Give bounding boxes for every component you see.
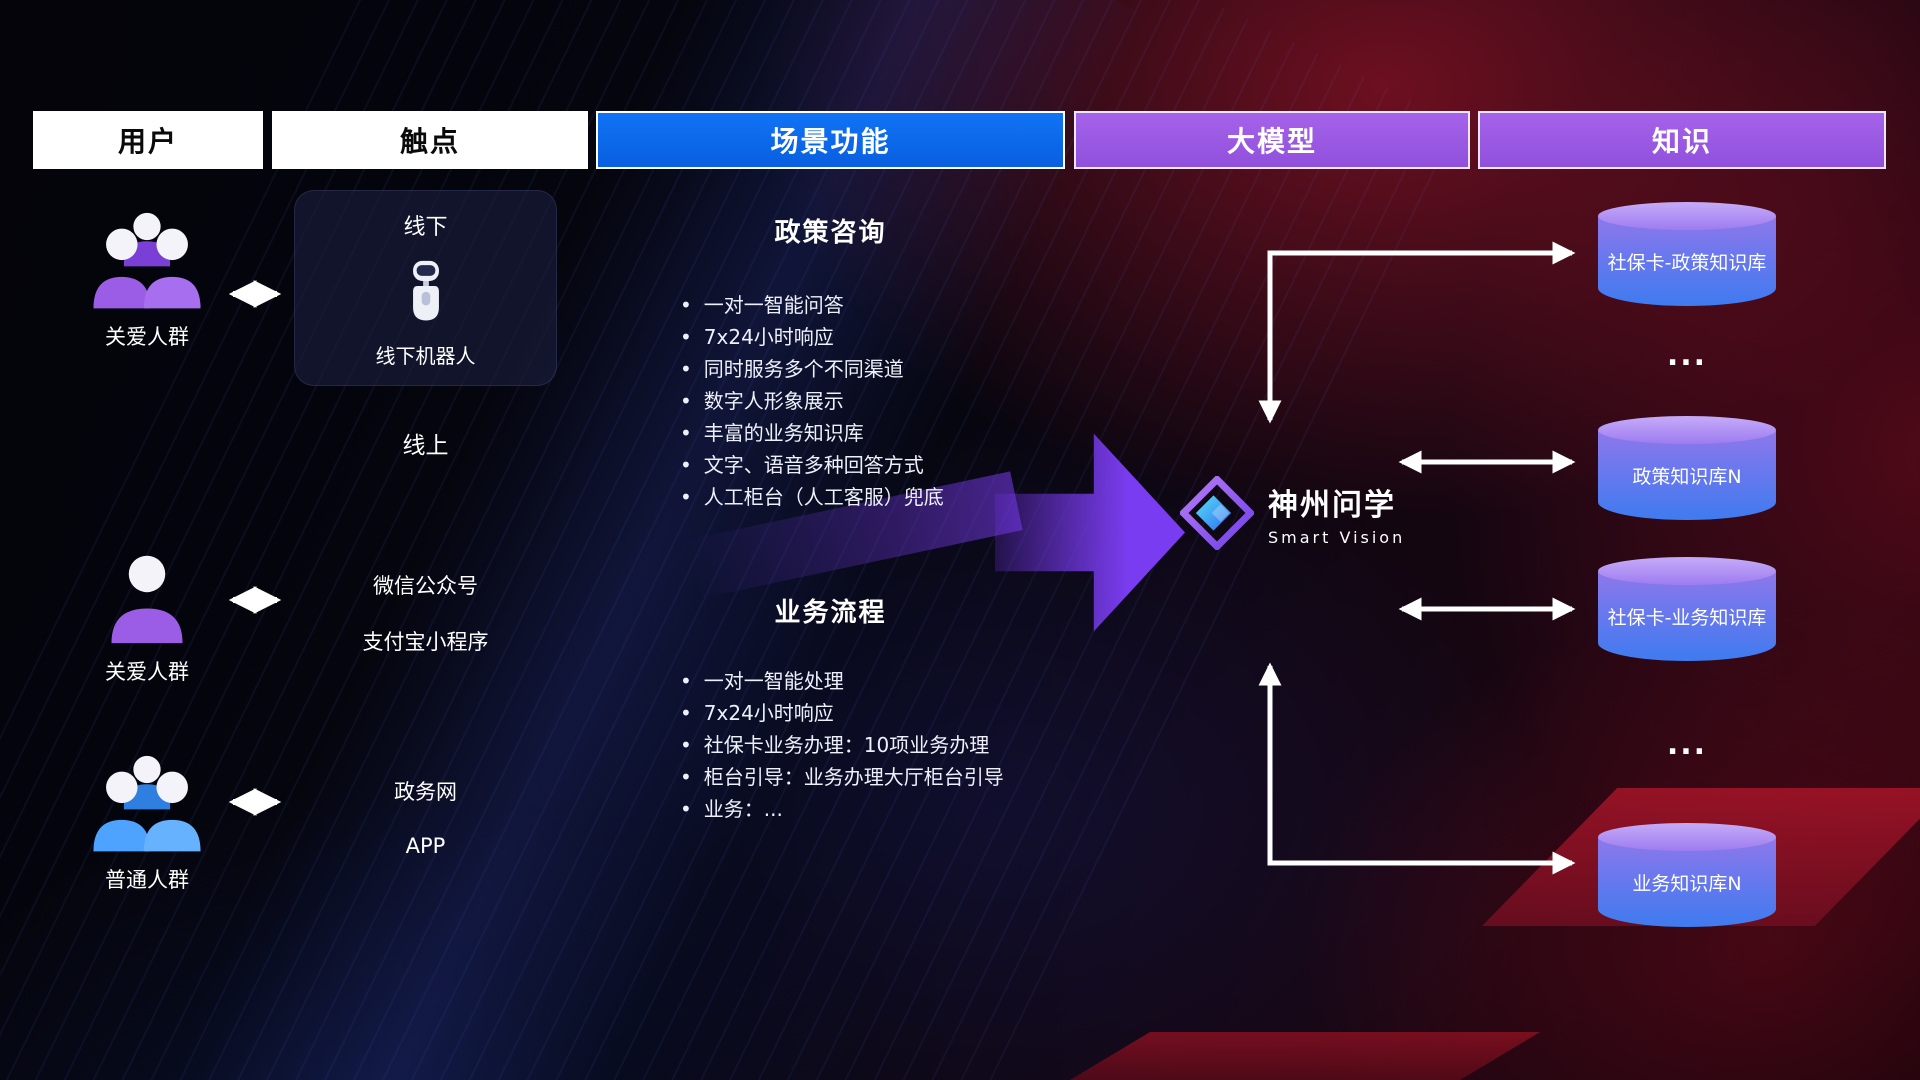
knowledge-db-policy-shebao: 社保卡-政策知识库 — [1598, 202, 1776, 306]
model-subtitle: Smart Vision — [1268, 527, 1406, 547]
knowledge-db-policy-n: 政策知识库N — [1598, 416, 1776, 520]
user-block-care-group: 关爱人群 — [57, 205, 237, 351]
feature-item: 7x24小时响应 — [680, 697, 1004, 729]
person-icon — [111, 555, 183, 644]
model-name: 神州问学 — [1268, 487, 1396, 523]
feature-item: 人工柜台（人工客服）兜底 — [680, 481, 944, 513]
business-feature-list: 一对一智能处理 7x24小时响应 社保卡业务办理：10项业务办理 柜台引导：业务… — [680, 665, 1004, 825]
header-model: 大模型 — [1074, 111, 1470, 169]
user-block-general: 普通人群 — [57, 748, 237, 894]
knowledge-ellipsis: ... — [1666, 727, 1708, 762]
background-red-ribbon-small — [1070, 1032, 1540, 1080]
robot-icon — [412, 260, 439, 320]
feature-item: 一对一智能处理 — [680, 665, 1004, 697]
knowledge-db-business-shebao: 社保卡-业务知识库 — [1598, 557, 1776, 661]
channel-wechat: 微信公众号 — [373, 574, 478, 598]
knowledge-db-business-n: 业务知识库N — [1598, 823, 1776, 927]
model-logo-block: 神州问学 Smart Vision — [1180, 476, 1405, 550]
header-users: 用户 — [33, 111, 263, 169]
offline-touchpoint-card: 线下 线下机器人 — [294, 190, 557, 386]
channel-app: APP — [405, 834, 446, 858]
scenario-title-business: 业务流程 — [774, 598, 887, 628]
header-knowledge: 知识 — [1478, 111, 1886, 169]
scenario-title-policy: 政策咨询 — [774, 218, 887, 248]
db-cylinder-body — [1598, 430, 1776, 520]
group-icon — [93, 755, 201, 852]
user-block-care-person: 关爱人群 — [57, 548, 237, 686]
db-cylinder-top — [1598, 823, 1776, 851]
user-label: 关爱人群 — [105, 660, 189, 684]
channel-alipay: 支付宝小程序 — [362, 630, 489, 654]
db-cylinder-top — [1598, 416, 1776, 444]
header-scenarios: 场景功能 — [596, 111, 1065, 169]
feature-item: 社保卡业务办理：10项业务办理 — [680, 729, 1004, 761]
feature-item: 文字、语音多种回答方式 — [680, 449, 944, 481]
smart-vision-logo-icon — [1180, 476, 1254, 550]
feature-item: 丰富的业务知识库 — [680, 417, 944, 449]
feature-item: 同时服务多个不同渠道 — [680, 353, 944, 385]
feature-item: 柜台引导：业务办理大厅柜台引导 — [680, 761, 1004, 793]
feature-item: 数字人形象展示 — [680, 385, 944, 417]
group-icon — [93, 212, 201, 309]
header-touchpoints: 触点 — [272, 111, 588, 169]
user-label: 普通人群 — [105, 868, 189, 892]
channel-gov-web: 政务网 — [394, 780, 457, 804]
db-cylinder-body — [1598, 571, 1776, 661]
db-cylinder-top — [1598, 557, 1776, 585]
db-label: 社保卡-政策知识库 — [1607, 251, 1767, 274]
knowledge-ellipsis: ... — [1666, 338, 1708, 373]
feature-item: 业务：... — [680, 793, 1004, 825]
policy-feature-list: 一对一智能问答 7x24小时响应 同时服务多个不同渠道 数字人形象展示 丰富的业… — [680, 289, 944, 513]
feature-item: 7x24小时响应 — [680, 321, 944, 353]
user-label: 关爱人群 — [105, 325, 189, 349]
db-label: 业务知识库N — [1632, 872, 1742, 895]
db-cylinder-body — [1598, 837, 1776, 927]
db-label: 社保卡-业务知识库 — [1607, 606, 1767, 629]
offline-robot-label: 线下机器人 — [375, 344, 476, 368]
offline-title: 线下 — [403, 215, 448, 240]
model-to-policy-kb1-arrow — [1258, 241, 1576, 424]
db-cylinder-body — [1598, 216, 1776, 306]
feature-item: 一对一智能问答 — [680, 289, 944, 321]
db-label: 政策知识库N — [1632, 465, 1742, 488]
db-cylinder-top — [1598, 202, 1776, 230]
online-title: 线上 — [402, 433, 449, 459]
model-to-business-kbn-arrow — [1258, 662, 1576, 875]
